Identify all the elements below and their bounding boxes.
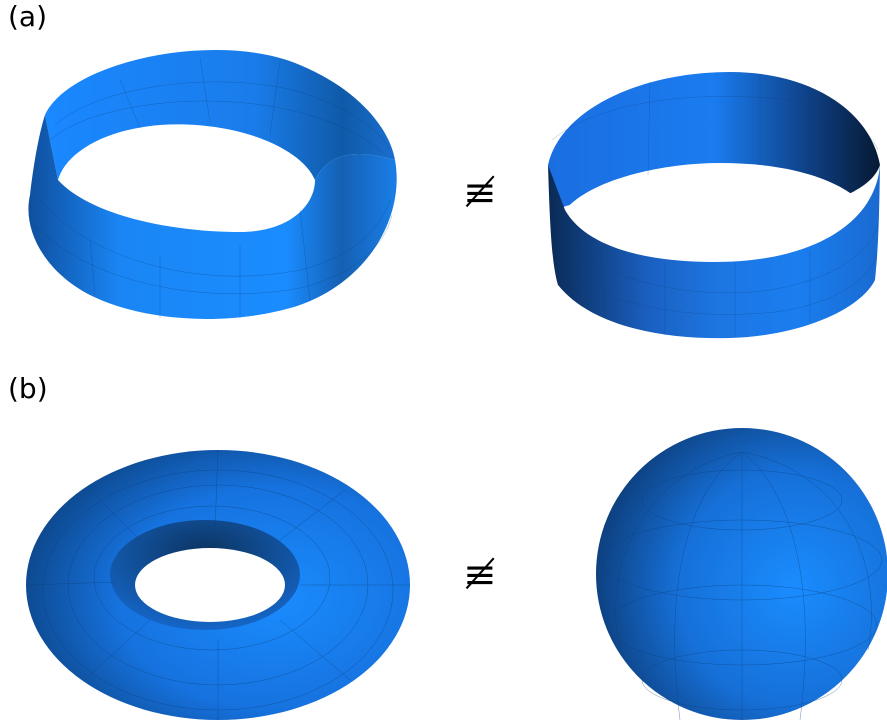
cylinder-band <box>548 72 880 339</box>
torus-hole <box>135 548 285 622</box>
panel-label-b: (b) <box>8 372 48 405</box>
mobius-front-band <box>28 115 397 319</box>
sphere <box>596 428 887 721</box>
panel-label-a: (a) <box>8 0 48 33</box>
band-front-wall <box>548 165 880 339</box>
mobius-back-band <box>45 49 395 180</box>
mobius-strip <box>28 49 397 319</box>
torus <box>26 449 410 720</box>
band-inner-opening <box>565 163 872 262</box>
not-equivalent-symbol-b: ≢ <box>463 552 497 598</box>
not-equivalent-symbol-a: ≢ <box>463 170 497 216</box>
sphere-body <box>596 428 887 720</box>
